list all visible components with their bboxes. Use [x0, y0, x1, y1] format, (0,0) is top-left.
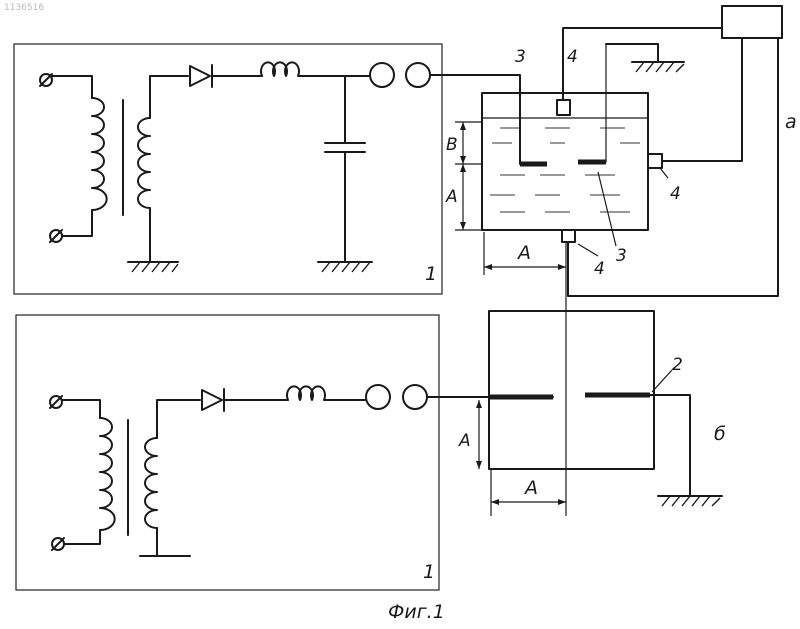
bottom-transformer-secondary-winding: [145, 438, 157, 528]
dim-B-vertical-label: В: [446, 135, 458, 155]
bottom-dim-A-vertical-label: А: [458, 431, 471, 451]
top-transformer-primary-winding: [92, 98, 107, 210]
bottom-choke-inductor: [287, 386, 366, 400]
bottom-output-terminal-left: [366, 385, 390, 409]
top-output-lead: [430, 75, 520, 164]
variant-b-label: б: [714, 423, 726, 445]
sensor-4-bottom: [562, 230, 575, 242]
bottom-dim-A-horizontal-label: А: [523, 477, 538, 499]
control-unit: [722, 6, 782, 38]
top-input-terminal-upper: [40, 74, 52, 86]
bath-vessel: [482, 93, 648, 230]
sensor-4-label-bottom: 4: [594, 259, 605, 279]
electrode-3-label-bottom: 3: [616, 246, 627, 266]
dim-A-horizontal-label: А: [516, 242, 531, 264]
top-power-supply-block: 1: [14, 44, 442, 294]
top-filter-capacitor: [325, 143, 365, 152]
bottom-ground: [658, 496, 722, 506]
top-ground-right: [318, 262, 372, 272]
sensor-4-top: [557, 100, 570, 115]
sensor-right-wire: [662, 38, 742, 161]
electrode-3-label-top: 3: [515, 47, 526, 67]
electrode-2-label: 2: [672, 355, 683, 375]
top-output-terminal-right: [406, 63, 430, 87]
watermark-text: 1136516: [4, 3, 44, 13]
top-output-terminal-left: [370, 63, 394, 87]
top-transformer-secondary-winding: [138, 118, 150, 208]
electrode-ground: [606, 44, 684, 72]
bottom-transformer-primary-winding: [100, 418, 115, 530]
top-input-terminal-lower: [50, 230, 62, 242]
top-block-number: 1: [425, 263, 437, 285]
sensor-bottom-wire: [568, 38, 778, 296]
bottom-power-supply-block: 1: [16, 315, 439, 590]
electrolyte-hatching: [490, 128, 640, 212]
top-ground-left: [128, 262, 178, 272]
bottom-block-number: 1: [423, 561, 435, 583]
bottom-output-terminal-right: [403, 385, 427, 409]
bottom-diode: [202, 389, 224, 411]
bottom-block-frame: [16, 315, 439, 590]
sensor-4-label-top: 4: [567, 47, 578, 67]
top-block-frame: [14, 44, 442, 294]
bottom-cell: 2 А А: [427, 311, 722, 516]
dim-A-vertical-label: А: [445, 187, 458, 207]
bottom-input-terminal-upper: [50, 396, 62, 408]
sensor-4-right: [648, 154, 662, 168]
figure-caption: Фиг.1: [388, 601, 445, 623]
sensor-4-label-right: 4: [670, 184, 681, 204]
top-diode: [190, 65, 212, 87]
top-choke-inductor: [261, 62, 370, 76]
bottom-cell-vessel: [489, 311, 654, 469]
variant-a-label: а: [785, 111, 797, 133]
bottom-input-terminal-lower: [52, 538, 64, 550]
